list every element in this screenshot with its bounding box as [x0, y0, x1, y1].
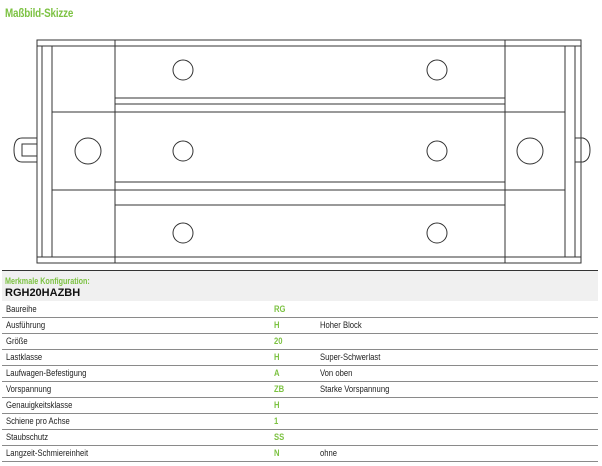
- row-label: Vorspannung: [6, 384, 52, 394]
- block-outline-left-inner: [41, 45, 53, 258]
- block-outline: [36, 39, 582, 264]
- grease-nipple-left: [13, 137, 37, 163]
- row-value: RG: [274, 304, 286, 314]
- row-label: Baureihe: [6, 304, 37, 314]
- row-label: Langzeit-Schmiereinheit: [6, 448, 89, 458]
- row-label: Genauigkeitsklasse: [6, 400, 73, 410]
- carriage-body: [114, 39, 506, 264]
- row-value: ZB: [274, 384, 285, 394]
- rail-hole-right: [516, 137, 544, 165]
- row-value: H: [274, 320, 280, 330]
- mounting-hole: [172, 222, 194, 244]
- row-value: N: [274, 448, 280, 458]
- config-code: RGH20HAZBH: [5, 287, 81, 299]
- table-row: Genauigkeitsklasse H: [2, 398, 598, 414]
- block-outline-right-inner: [564, 45, 576, 258]
- row-description: Hoher Block: [320, 320, 362, 330]
- row-value: H: [274, 400, 280, 410]
- table-row: Laufwagen-Befestigung A Von oben: [2, 366, 598, 382]
- row-label: Schiene pro Achse: [6, 416, 70, 426]
- table-row: Schiene pro Achse 1: [2, 414, 598, 430]
- row-label: Laufwagen-Befestigung: [6, 368, 87, 378]
- table-row: Baureihe RG: [2, 302, 598, 318]
- mounting-hole: [172, 140, 194, 162]
- row-value: SS: [274, 432, 285, 442]
- mounting-hole: [426, 140, 448, 162]
- mounting-hole: [426, 222, 448, 244]
- config-divider: [2, 270, 598, 271]
- mounting-hole: [426, 59, 448, 81]
- row-label: Ausführung: [6, 320, 46, 330]
- end-cap-right: [575, 137, 591, 163]
- row-description: Von oben: [320, 368, 353, 378]
- table-row: Staubschutz SS: [2, 430, 598, 446]
- rail-hole-left: [74, 137, 102, 165]
- mounting-hole: [172, 59, 194, 81]
- row-value: A: [274, 368, 280, 378]
- table-row: Vorspannung ZB Starke Vorspannung: [2, 382, 598, 398]
- row-description: Starke Vorspannung: [320, 384, 390, 394]
- config-label: Merkmale Konfiguration:: [5, 276, 90, 286]
- row-label: Größe: [6, 336, 28, 346]
- table-row: Lastklasse H Super-Schwerlast: [2, 350, 598, 366]
- table-row: Größe 20: [2, 334, 598, 350]
- row-description: Super-Schwerlast: [320, 352, 381, 362]
- config-header: [2, 271, 598, 301]
- row-label: Lastklasse: [6, 352, 43, 362]
- row-value: H: [274, 352, 280, 362]
- dimension-sketch: [13, 39, 591, 264]
- row-value: 20: [274, 336, 283, 346]
- table-row: Ausführung H Hoher Block: [2, 318, 598, 334]
- row-value: 1: [274, 416, 279, 426]
- page-title: Maßbild-Skizze: [5, 6, 74, 20]
- row-description: ohne: [320, 448, 338, 458]
- row-label: Staubschutz: [6, 432, 49, 442]
